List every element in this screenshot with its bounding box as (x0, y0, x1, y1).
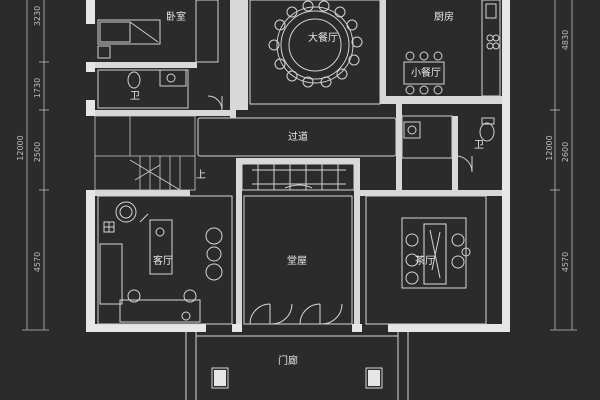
grand-dining-furniture (249, 0, 381, 105)
label-kitchen: 厨房 (434, 10, 454, 23)
label-tea-room: 茶厅 (415, 254, 435, 267)
label-main-hall: 堂屋 (287, 255, 307, 267)
label-small-dining: 小餐厅 (411, 66, 441, 79)
porch-outline (185, 332, 409, 400)
dim-left-4: 4570 (33, 252, 42, 272)
exterior-walls (86, 0, 510, 332)
dim-right-1: 4830 (561, 30, 570, 50)
main-hall-doors (249, 303, 343, 325)
dim-right-total: 12000 (545, 135, 554, 160)
porch-columns (214, 370, 380, 386)
dim-left-2: 1730 (33, 78, 42, 98)
tea-room-furniture (365, 195, 487, 325)
label-wc-right: 卫 (474, 140, 484, 151)
bedroom-furniture (97, 0, 219, 63)
corridor-outline (197, 117, 397, 157)
dim-right-3: 4570 (561, 252, 570, 272)
dim-left-total: 12000 (16, 135, 25, 160)
wc-right-fixtures (401, 115, 495, 173)
interior-walls (95, 0, 502, 324)
dim-right-2: 2600 (561, 142, 570, 162)
label-wc-left: 卫 (130, 91, 140, 102)
kitchen-furniture (396, 0, 501, 99)
label-porch: 门廊 (278, 354, 298, 367)
dim-left-1: 3230 (33, 6, 42, 26)
label-grand-dining: 大餐厅 (308, 31, 338, 44)
staircase (94, 115, 196, 191)
wc-left-fixtures (97, 69, 223, 111)
dimension-lines (22, 0, 577, 331)
label-corridor: 过道 (288, 130, 308, 143)
living-room-furniture (97, 195, 233, 325)
main-hall-outline (241, 163, 355, 325)
label-living-room: 客厅 (153, 254, 173, 267)
label-stair-up: 上 (196, 169, 206, 181)
dim-left-3: 2500 (33, 142, 42, 162)
label-bedroom: 卧室 (166, 10, 186, 23)
